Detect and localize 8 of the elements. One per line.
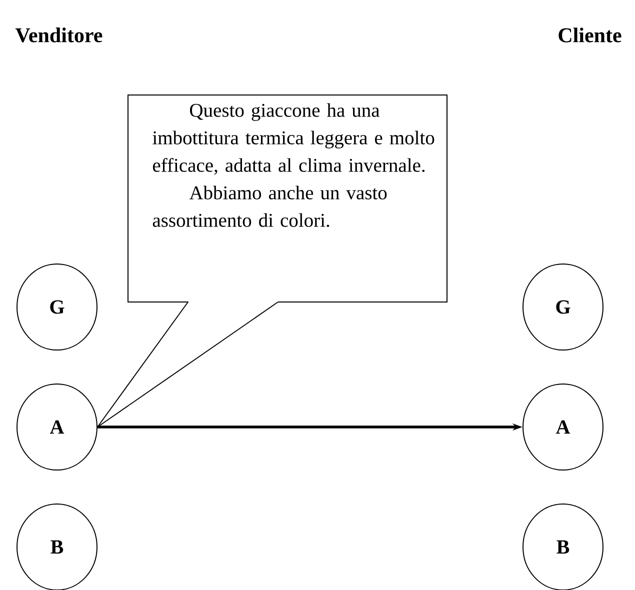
circle-node: G xyxy=(16,264,98,350)
circle-node: A xyxy=(16,384,98,470)
circle-node: G xyxy=(522,264,604,350)
column-heading: Venditore xyxy=(15,28,102,42)
column-heading: Cliente xyxy=(558,28,622,42)
speech-tail xyxy=(97,302,278,428)
speech-bubble: Questo giaccone ha una imbottitura termica leggera e molto efficace, adatta al clima invernale. Abbiamo anche un vasto assortimento di colori. xyxy=(128,94,448,302)
circle-node: A xyxy=(522,384,604,470)
